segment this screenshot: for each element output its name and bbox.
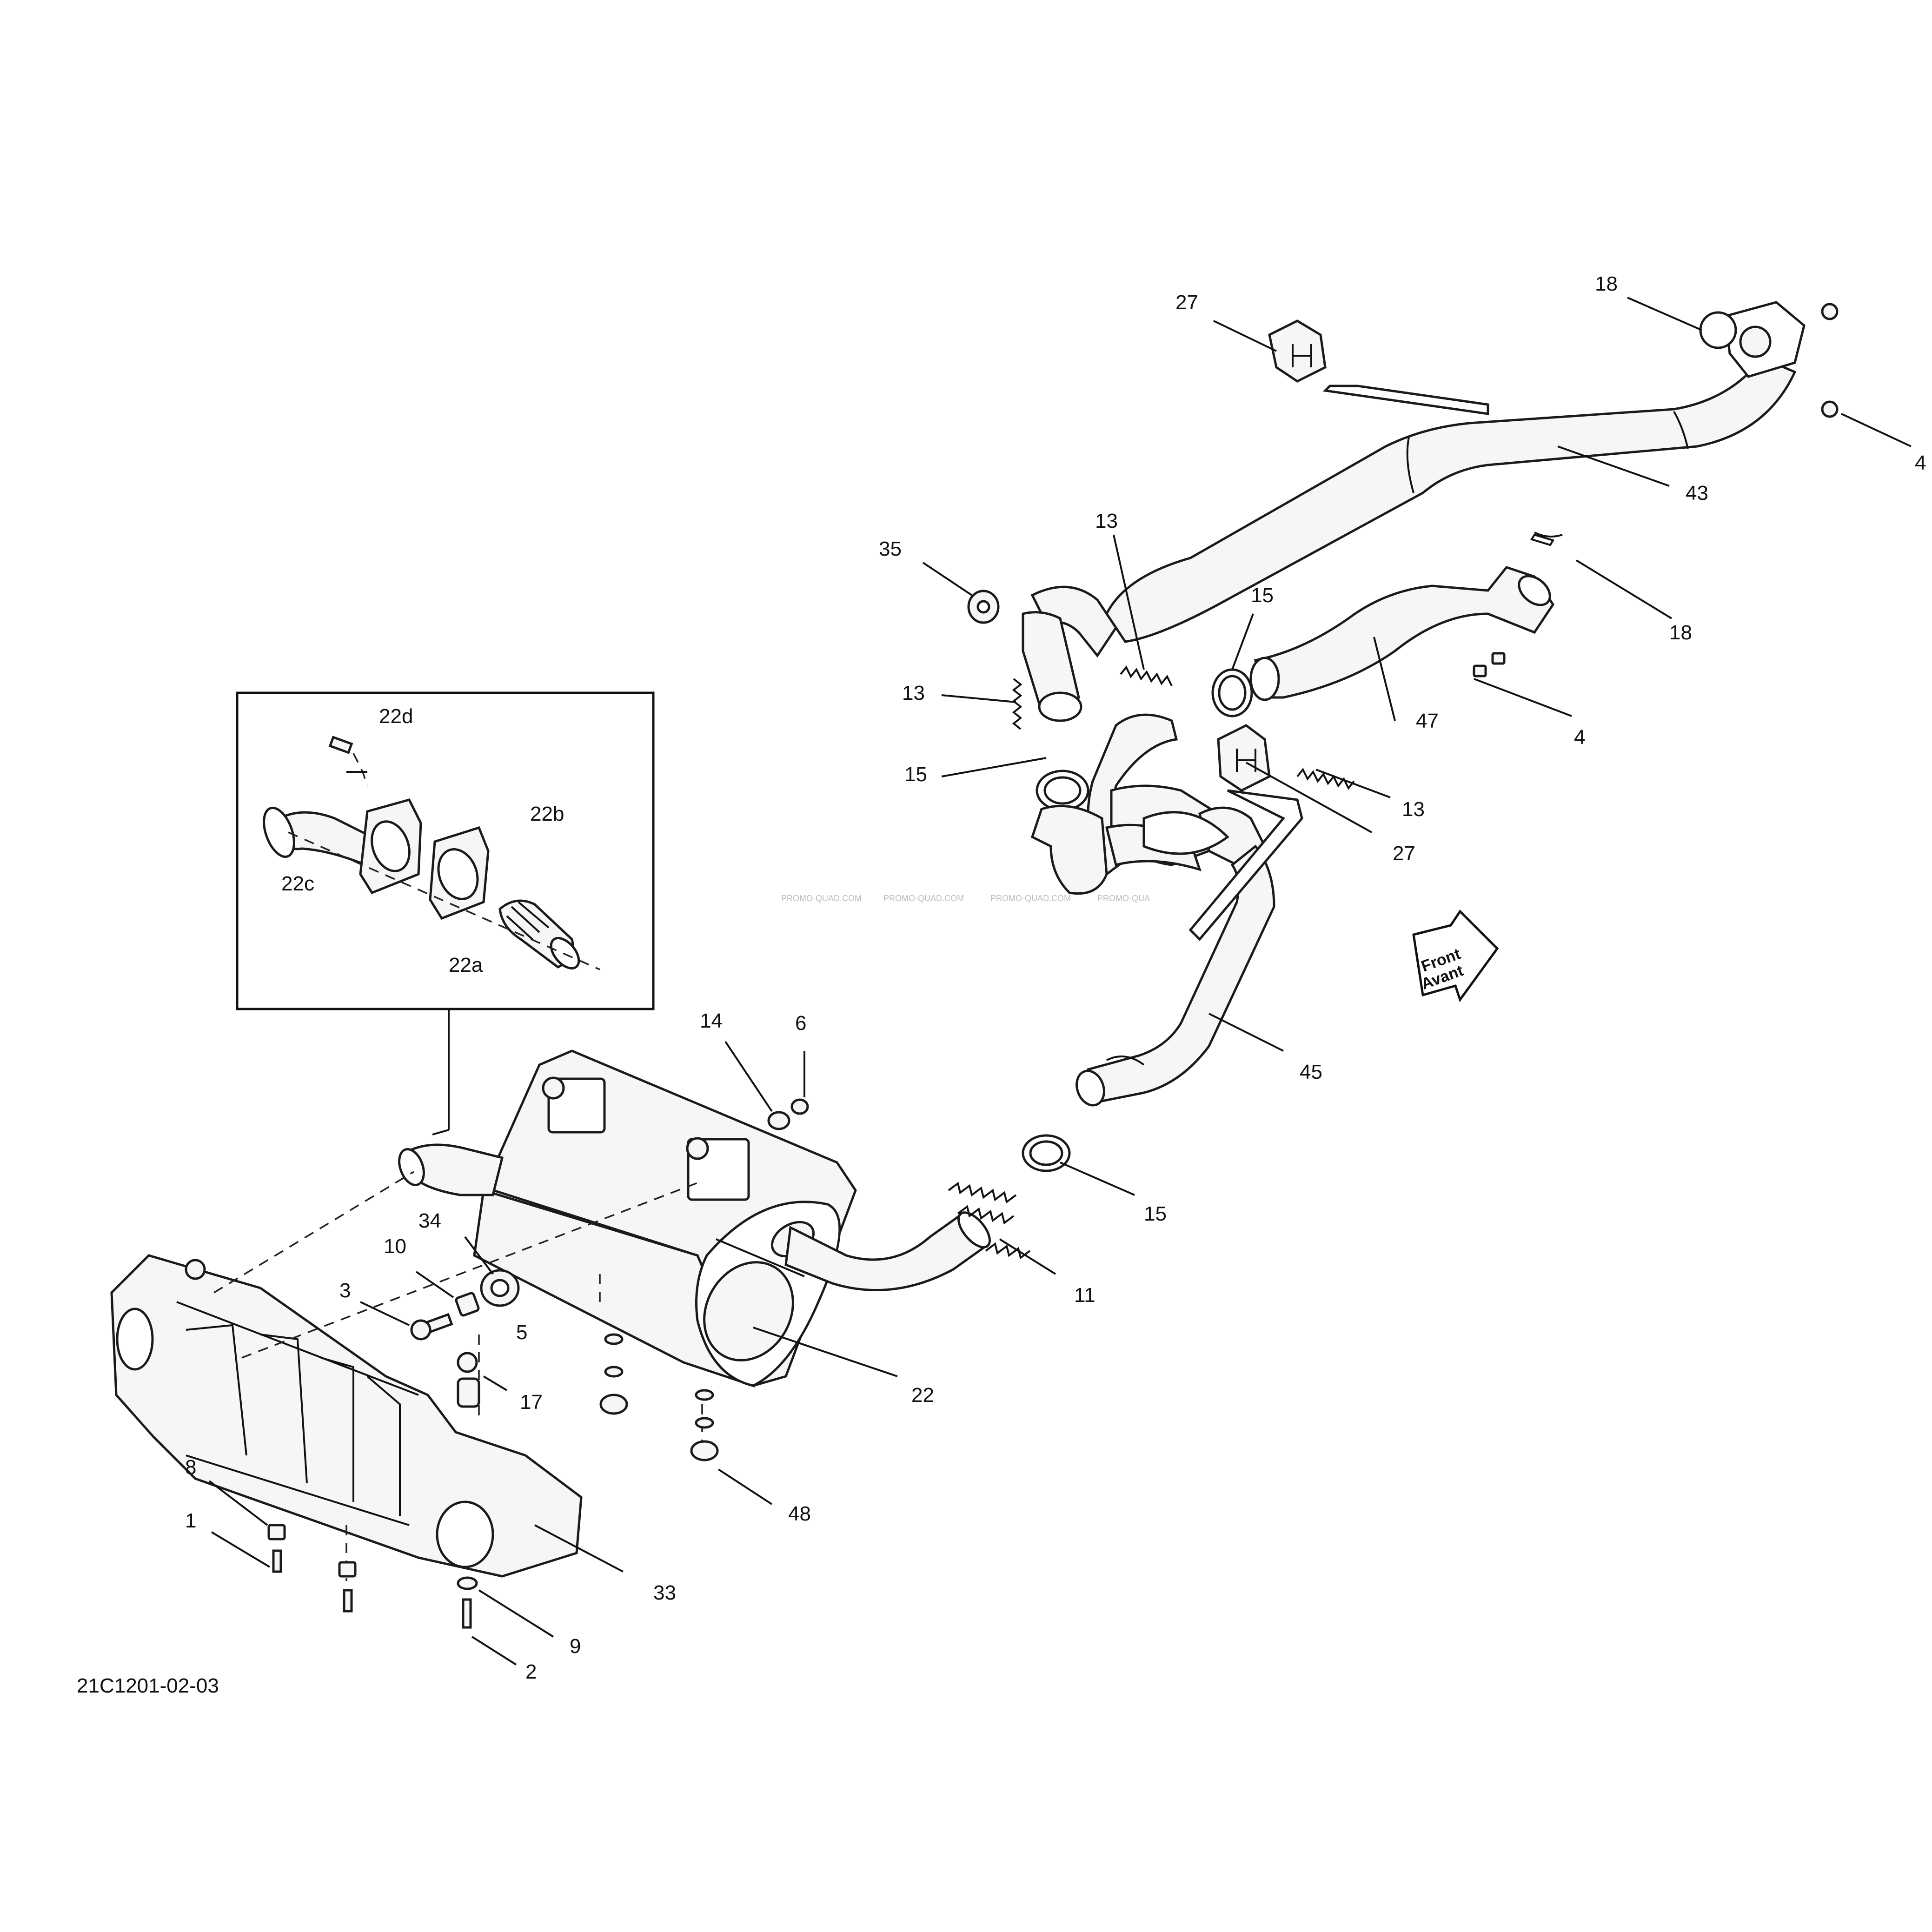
callout-17: 17 <box>520 1391 543 1414</box>
callout-34: 34 <box>418 1209 441 1232</box>
elbow-22c <box>263 798 422 895</box>
callout-22d: 22d <box>379 705 413 728</box>
callout-33: 33 <box>653 1581 676 1604</box>
callout-15-left: 15 <box>904 763 927 786</box>
watermark-4: PROMO-QUA <box>1097 894 1150 903</box>
callout-22c: 22c <box>281 872 314 895</box>
callout-labels: 27 18 4 43 35 13 15 18 13 47 4 15 13 27 … <box>185 272 1926 1683</box>
front-direction-marker: Front Avant <box>1412 910 1499 1003</box>
y-pipe-assembly <box>1022 585 1267 895</box>
watermark-3: PROMO-QUAD.COM <box>990 894 1071 903</box>
callout-22b: 22b <box>530 803 564 825</box>
hardware <box>267 1098 809 1629</box>
callout-13-top: 13 <box>1095 510 1118 532</box>
diagram-code: 21C1201-02-03 <box>77 1674 219 1697</box>
callout-8: 8 <box>185 1456 196 1479</box>
callout-5: 5 <box>516 1321 527 1344</box>
callout-45: 45 <box>1300 1061 1322 1083</box>
callout-27-right: 27 <box>1393 842 1415 865</box>
callout-3: 3 <box>339 1279 351 1302</box>
callout-14: 14 <box>700 1009 723 1032</box>
callout-22a: 22a <box>449 954 483 976</box>
sleeve-22a <box>498 899 580 969</box>
callout-13-left: 13 <box>902 682 925 704</box>
rubber-hangers-27 <box>1217 319 1327 792</box>
callout-43: 43 <box>1686 482 1708 505</box>
rings-15 <box>1022 668 1253 1172</box>
callout-47: 47 <box>1416 710 1439 732</box>
callout-9: 9 <box>570 1635 581 1658</box>
muffler-inlet-pipe-34 <box>398 1143 504 1196</box>
spring-13-top <box>1120 665 1173 686</box>
callout-15-bottom: 15 <box>1144 1202 1167 1225</box>
callout-10: 10 <box>384 1235 406 1258</box>
watermark-2: PROMO-QUAD.COM <box>883 894 964 903</box>
callout-35: 35 <box>879 538 902 560</box>
callout-4-right: 4 <box>1915 451 1926 474</box>
heat-shield-33 <box>110 1254 583 1578</box>
grommet-35 <box>967 590 1000 624</box>
screw-22d <box>328 736 368 786</box>
callout-15-top: 15 <box>1251 584 1274 607</box>
callout-48: 48 <box>788 1502 811 1525</box>
pipe-45 <box>1076 789 1303 1107</box>
callout-22: 22 <box>911 1384 934 1407</box>
spring-13-left <box>1012 678 1022 730</box>
springs <box>948 665 1355 1260</box>
callout-6: 6 <box>795 1012 806 1035</box>
callout-13-right: 13 <box>1402 798 1425 821</box>
callout-27-top: 27 <box>1175 291 1198 314</box>
watermark-1: PROMO-QUAD.COM <box>781 894 862 903</box>
callout-18-top: 18 <box>1595 272 1618 295</box>
header-pipe-43 <box>1105 301 1839 643</box>
callout-4-mid: 4 <box>1574 726 1585 749</box>
leader-lines <box>208 297 1912 1666</box>
callout-18-right: 18 <box>1669 621 1692 644</box>
springs-11 <box>948 1182 1031 1260</box>
gasket-22b <box>429 826 490 920</box>
callout-2: 2 <box>525 1660 537 1683</box>
muffler-outlet-pipe <box>784 1211 991 1292</box>
callout-11: 11 <box>1074 1284 1095 1307</box>
detail-inset <box>236 691 655 1135</box>
pipe-47 <box>1249 531 1563 701</box>
callout-1: 1 <box>185 1509 196 1532</box>
